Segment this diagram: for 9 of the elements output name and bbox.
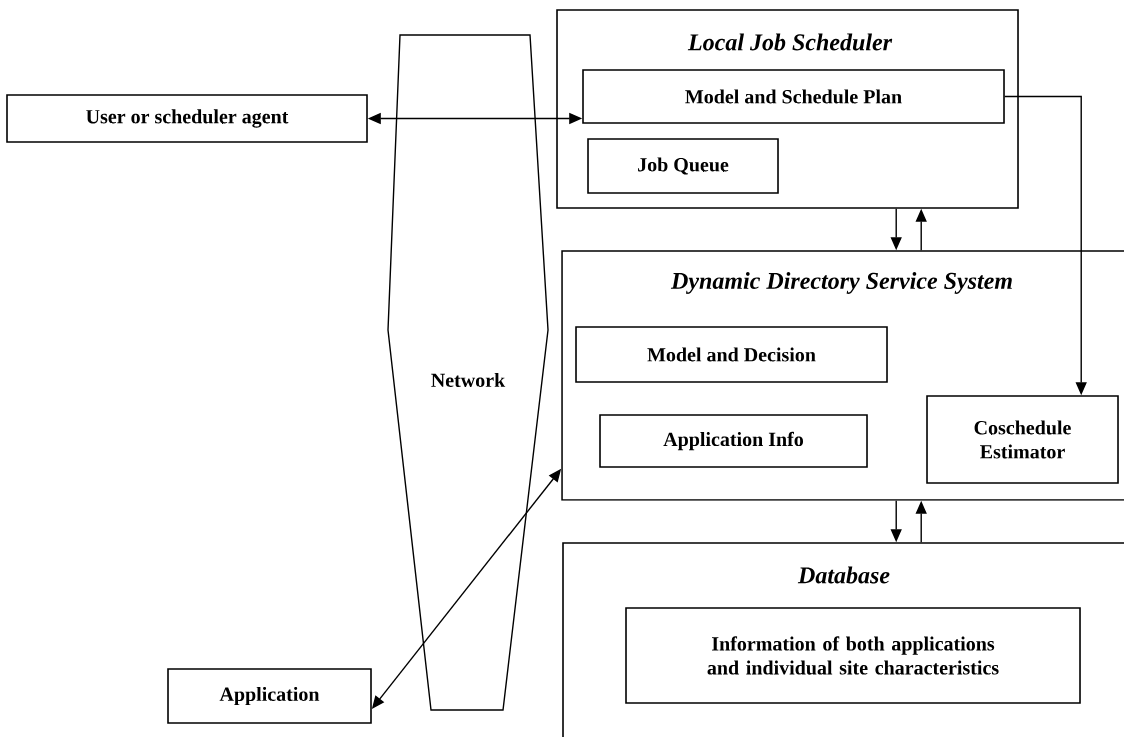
- process-box: Model and Schedule Plan: [582, 69, 1005, 124]
- process-box: Job Queue: [587, 138, 779, 194]
- process-box: Information of both applications and individual site characteristics: [625, 607, 1081, 704]
- process-box: Application Info: [599, 414, 868, 468]
- process-box: User or scheduler agent: [6, 94, 368, 143]
- network-label: Network: [431, 372, 506, 388]
- process-box: Model and Decision: [575, 326, 888, 383]
- process-box: Coschedule Estimator: [926, 395, 1119, 484]
- process-box: Application: [167, 668, 372, 724]
